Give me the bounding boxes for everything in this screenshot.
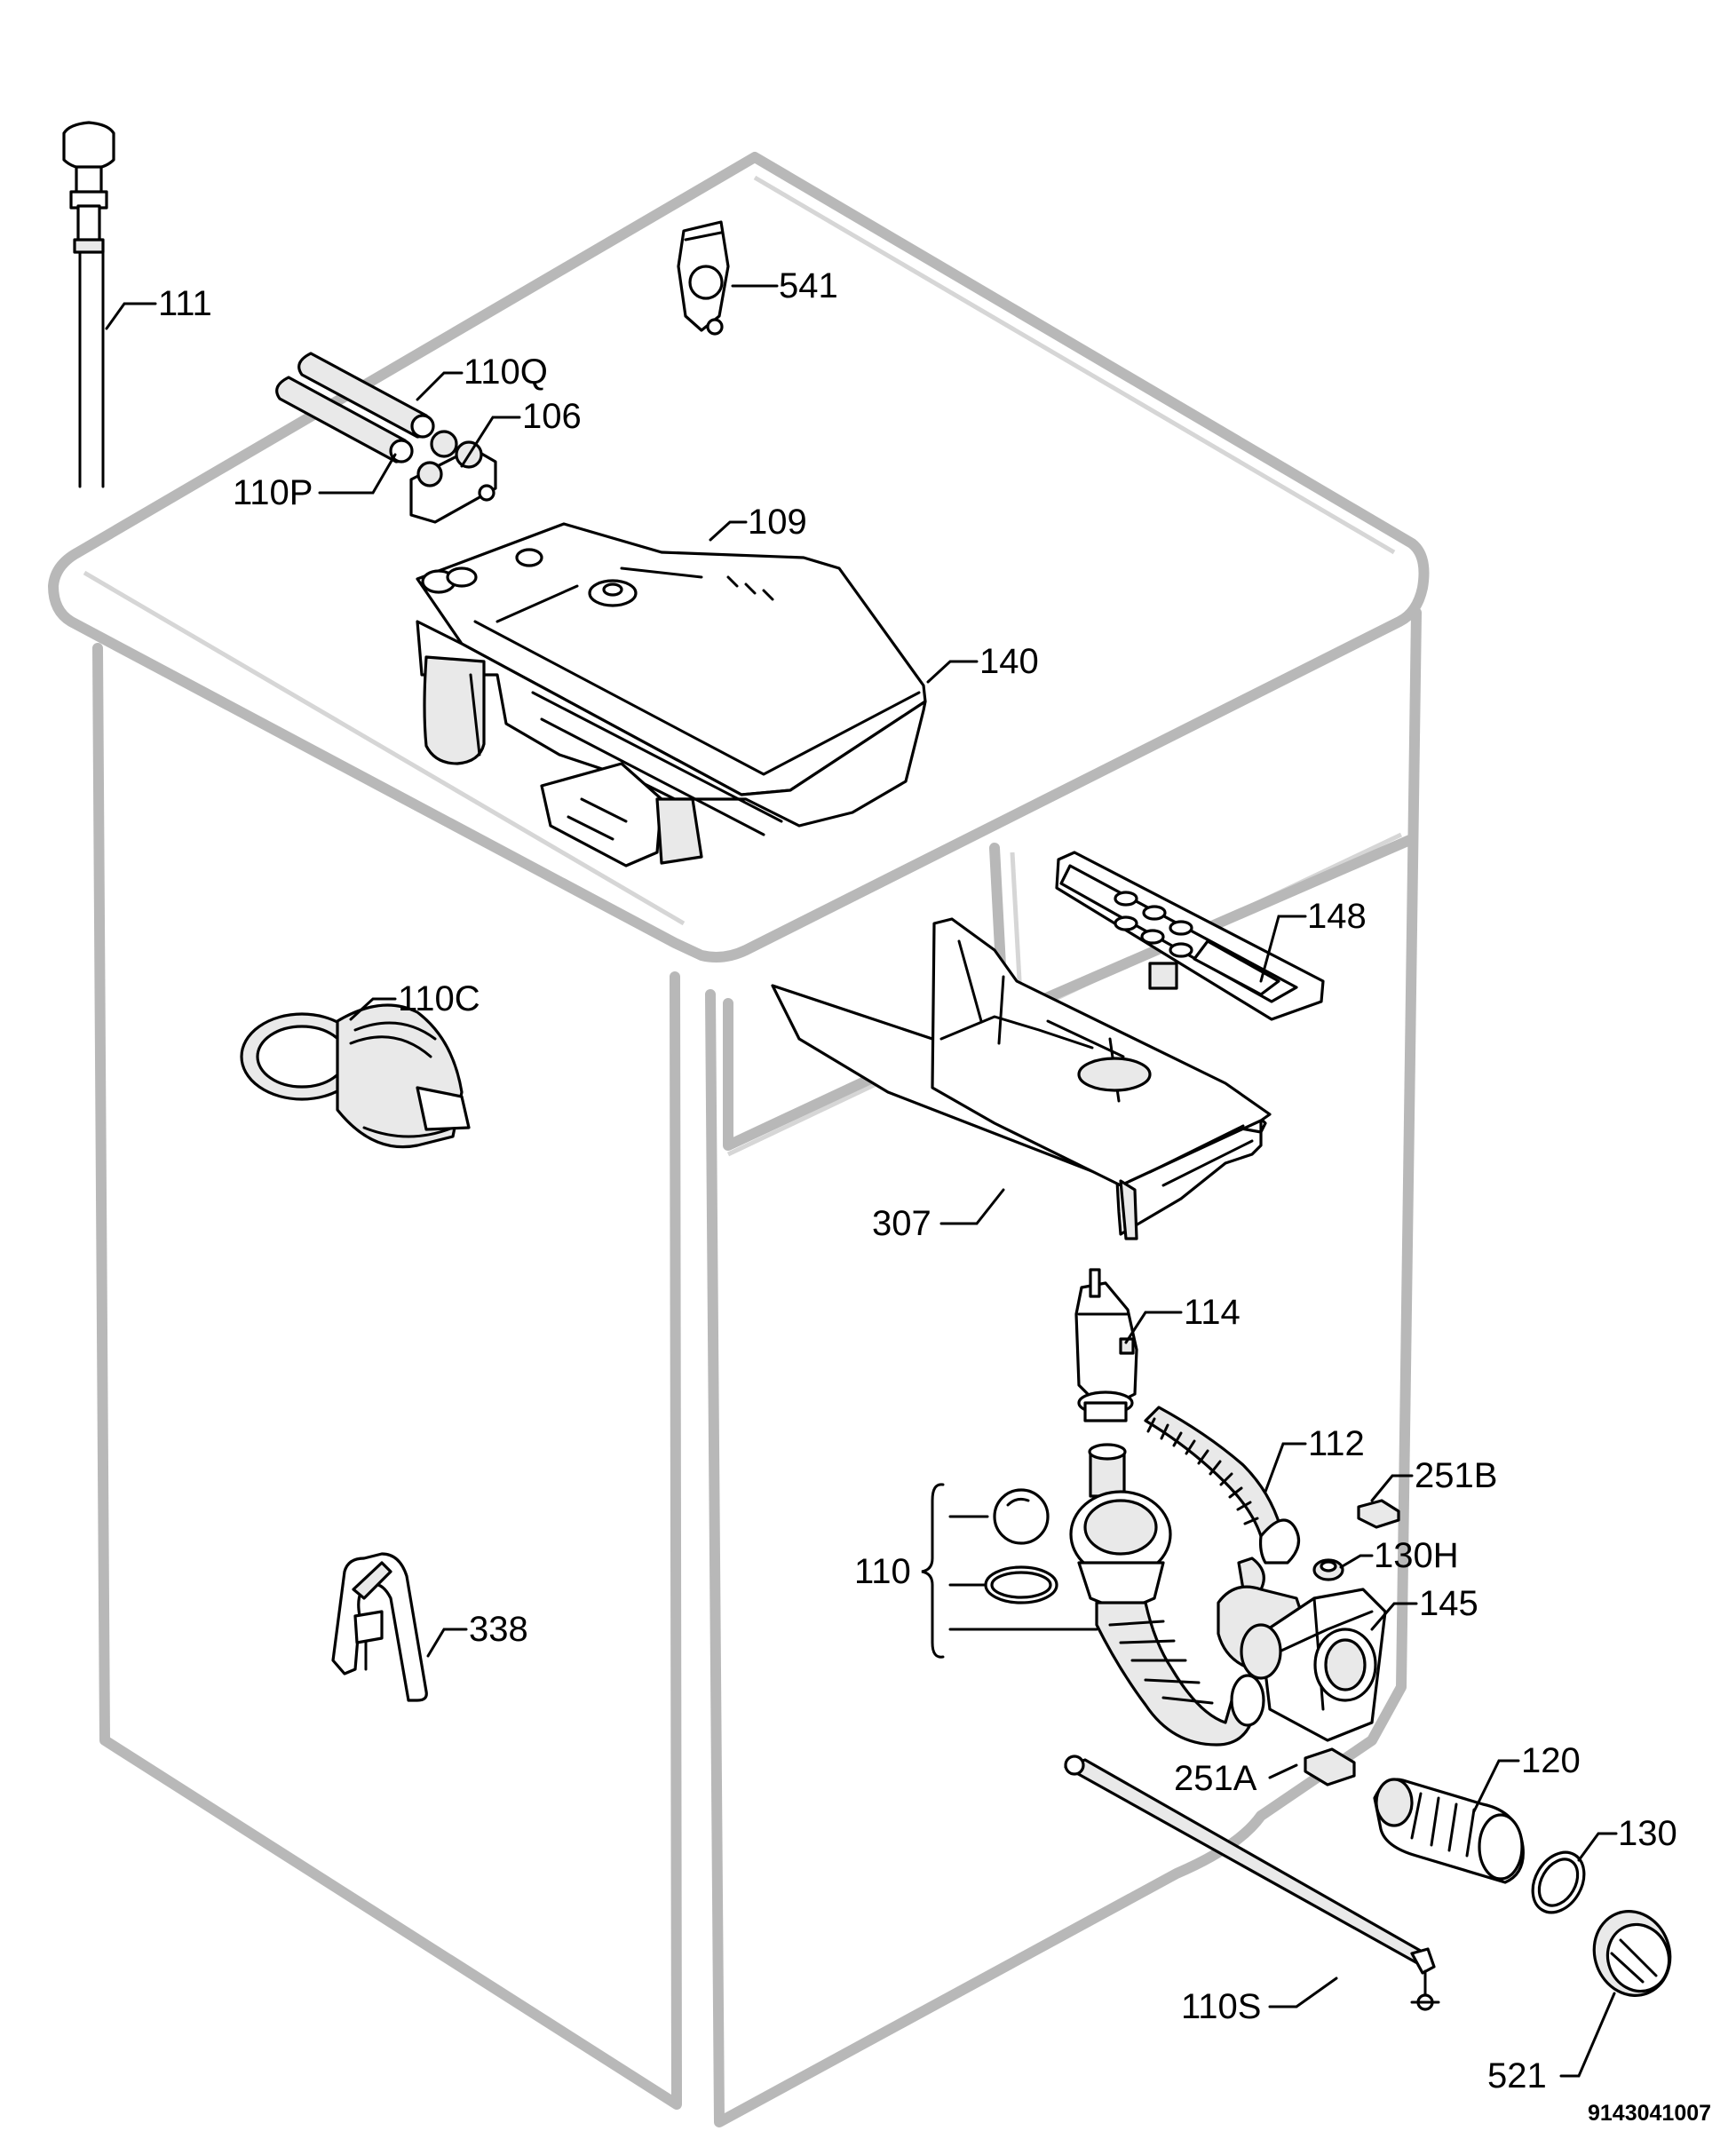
label-145: 145 (1419, 1584, 1478, 1623)
label-110P: 110P (233, 473, 313, 512)
clip-251B (1357, 1499, 1400, 1529)
o-ring-130 (1531, 1850, 1586, 1914)
dispenser-housing-140 (416, 522, 927, 867)
air-chamber-114 (1074, 1268, 1138, 1422)
leader-lines (105, 284, 1618, 2078)
part-labels: 541 111 110Q 106 110P 109 140 148 110C 3… (158, 266, 1711, 2126)
cap-130H (1312, 1558, 1344, 1581)
filter-cap-521 (1592, 1910, 1672, 1997)
label-148: 148 (1307, 897, 1367, 936)
label-251A: 251A (1174, 1759, 1257, 1798)
bracket-541 (677, 220, 730, 336)
dispenser-cover-148 (1055, 851, 1325, 1021)
hose-110Q (297, 352, 435, 439)
label-541: 541 (779, 266, 838, 305)
inlet-valve-106 (409, 430, 497, 524)
sump-assembly-110 (984, 1443, 1265, 1747)
label-110: 110 (854, 1552, 911, 1591)
hose-guide-338 (331, 1552, 428, 1702)
sleeve-110C (240, 1003, 471, 1149)
label-110Q: 110Q (464, 353, 548, 392)
label-111: 111 (158, 284, 212, 323)
label-521: 521 (1487, 2056, 1547, 2095)
inlet-hose-111 (62, 121, 115, 488)
clip-251A (1304, 1747, 1356, 1786)
label-110S: 110S (1181, 1987, 1261, 2026)
label-106: 106 (522, 397, 582, 436)
hose-110P (275, 376, 414, 463)
label-120: 120 (1521, 1741, 1581, 1780)
label-140: 140 (979, 642, 1039, 681)
label-251B: 251B (1415, 1456, 1497, 1495)
drain-hose-112 (1144, 1406, 1301, 1591)
rod-110S (1064, 1755, 1440, 2011)
label-130: 130 (1618, 1814, 1677, 1853)
drawing-number: 9143041007 (1588, 2101, 1711, 2126)
label-110C: 110C (398, 979, 480, 1018)
label-130H: 130H (1374, 1536, 1459, 1575)
label-307: 307 (872, 1204, 931, 1243)
label-109: 109 (748, 503, 807, 542)
drain-pump-145 (1217, 1585, 1387, 1742)
dispenser-drawer-307 (771, 917, 1272, 1240)
label-112: 112 (1308, 1424, 1365, 1463)
pump-filter-120 (1373, 1778, 1525, 1884)
label-114: 114 (1184, 1293, 1241, 1332)
label-338: 338 (469, 1610, 528, 1649)
